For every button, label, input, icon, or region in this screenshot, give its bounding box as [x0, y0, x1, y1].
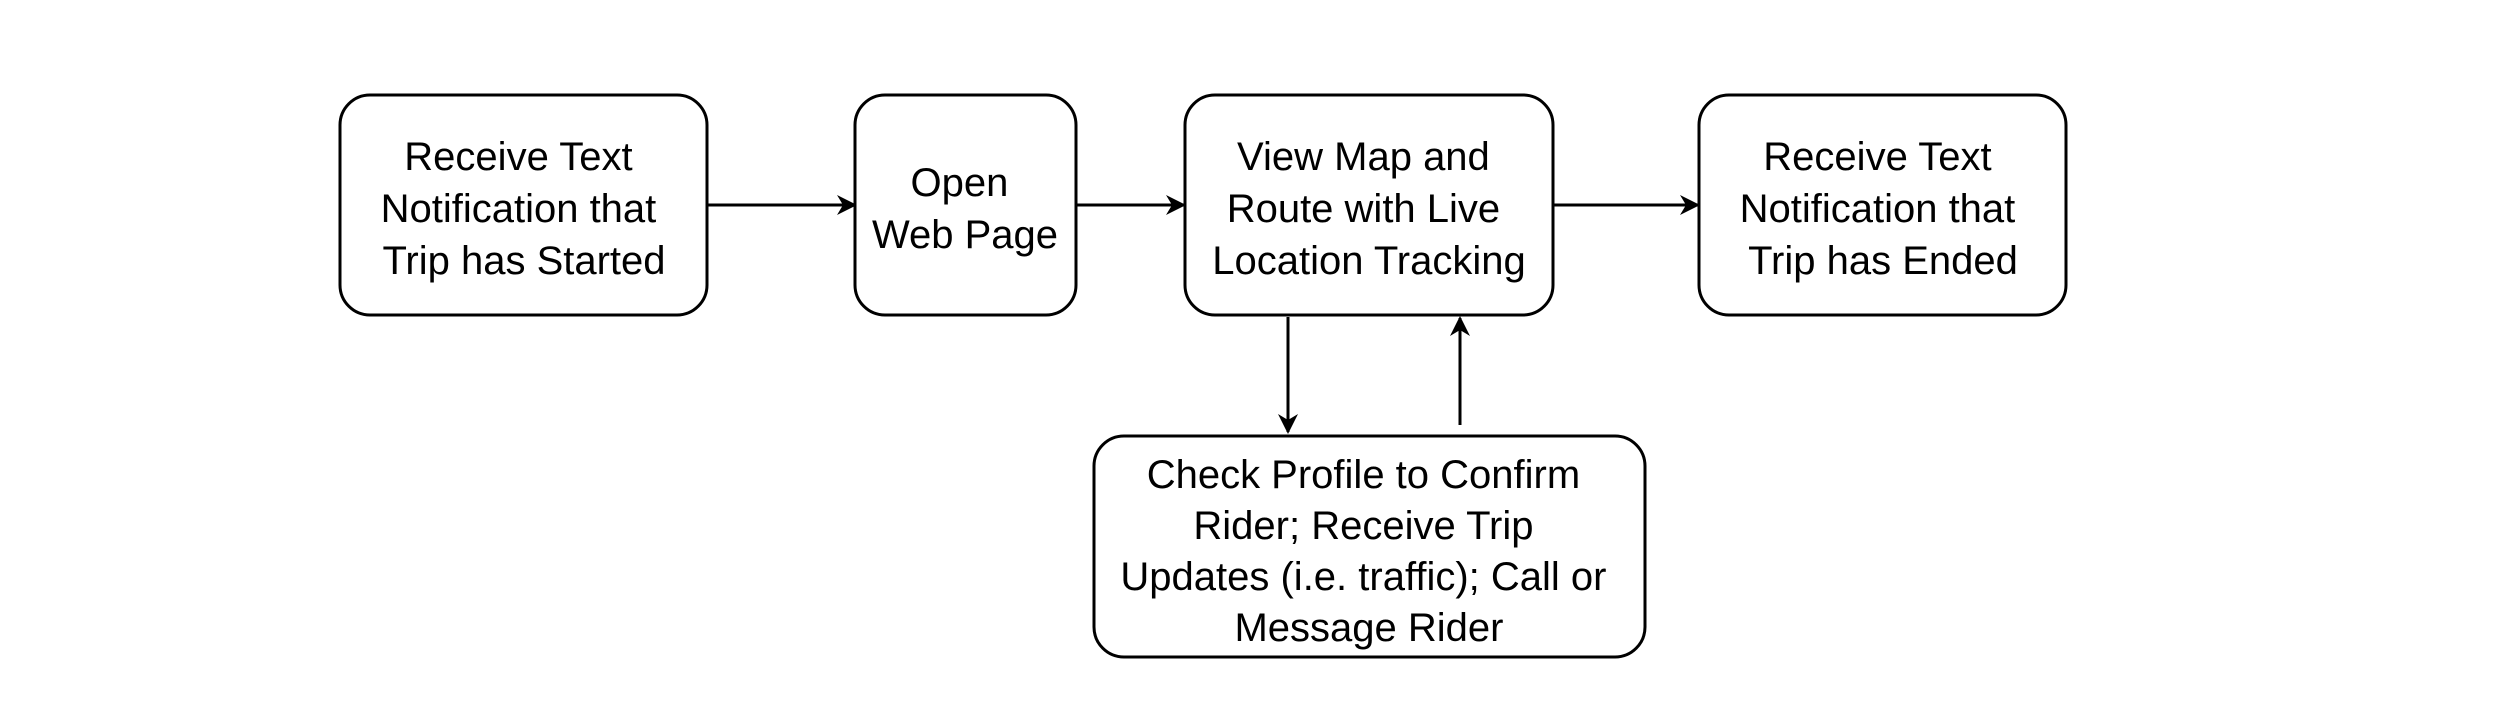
node-receive-start-line-2: Notification that [381, 187, 657, 231]
node-view-map-line-3: Location Tracking [1212, 239, 1526, 283]
node-open-web-line-1: Open [911, 161, 1009, 205]
svg-text:View Map and Route wit: View Map and Route with Live Location Tr… [1212, 135, 1526, 283]
node-receive-start: Receive Text Notification that Trip has … [338, 93, 709, 317]
node-check-profile-line-1: Check Profile to Confirm [1147, 453, 1580, 497]
svg-text:Check Profile to Confirm: Check Profile to Confirm Rider; Receive … [1120, 453, 1617, 650]
node-open-web-line-2: Web Page [872, 213, 1058, 257]
svg-text:Receive Text Notificat: Receive Text Notification that Trip has … [381, 135, 668, 283]
node-check-profile: Check Profile to Confirm Rider; Receive … [1092, 434, 1647, 659]
svg-text:Open Web Page: Open Web Page [872, 161, 1058, 257]
node-view-map-line-1: View Map and [1237, 135, 1490, 179]
node-view-map-line-2: Route with Live [1227, 187, 1500, 231]
node-receive-end: Receive Text Notification that Trip has … [1697, 93, 2068, 317]
node-receive-end-line-2: Notification that [1740, 187, 2016, 231]
node-check-profile-line-2: Rider; Receive Trip [1193, 504, 1533, 548]
node-receive-start-line-1: Receive Text [404, 135, 632, 179]
node-open-web: Open Web Page [853, 93, 1078, 317]
node-receive-end-line-3: Trip has Ended [1748, 239, 2018, 283]
node-receive-start-line-3: Trip has Started [382, 239, 665, 283]
node-view-map: View Map and Route with Live Location Tr… [1183, 93, 1555, 317]
svg-text:Receive Text Notificat: Receive Text Notification that Trip has … [1740, 135, 2027, 283]
node-check-profile-line-3: Updates (i.e. traffic); Call or [1120, 555, 1606, 599]
node-receive-end-line-1: Receive Text [1763, 135, 1991, 179]
node-check-profile-line-4: Message Rider [1234, 606, 1503, 650]
